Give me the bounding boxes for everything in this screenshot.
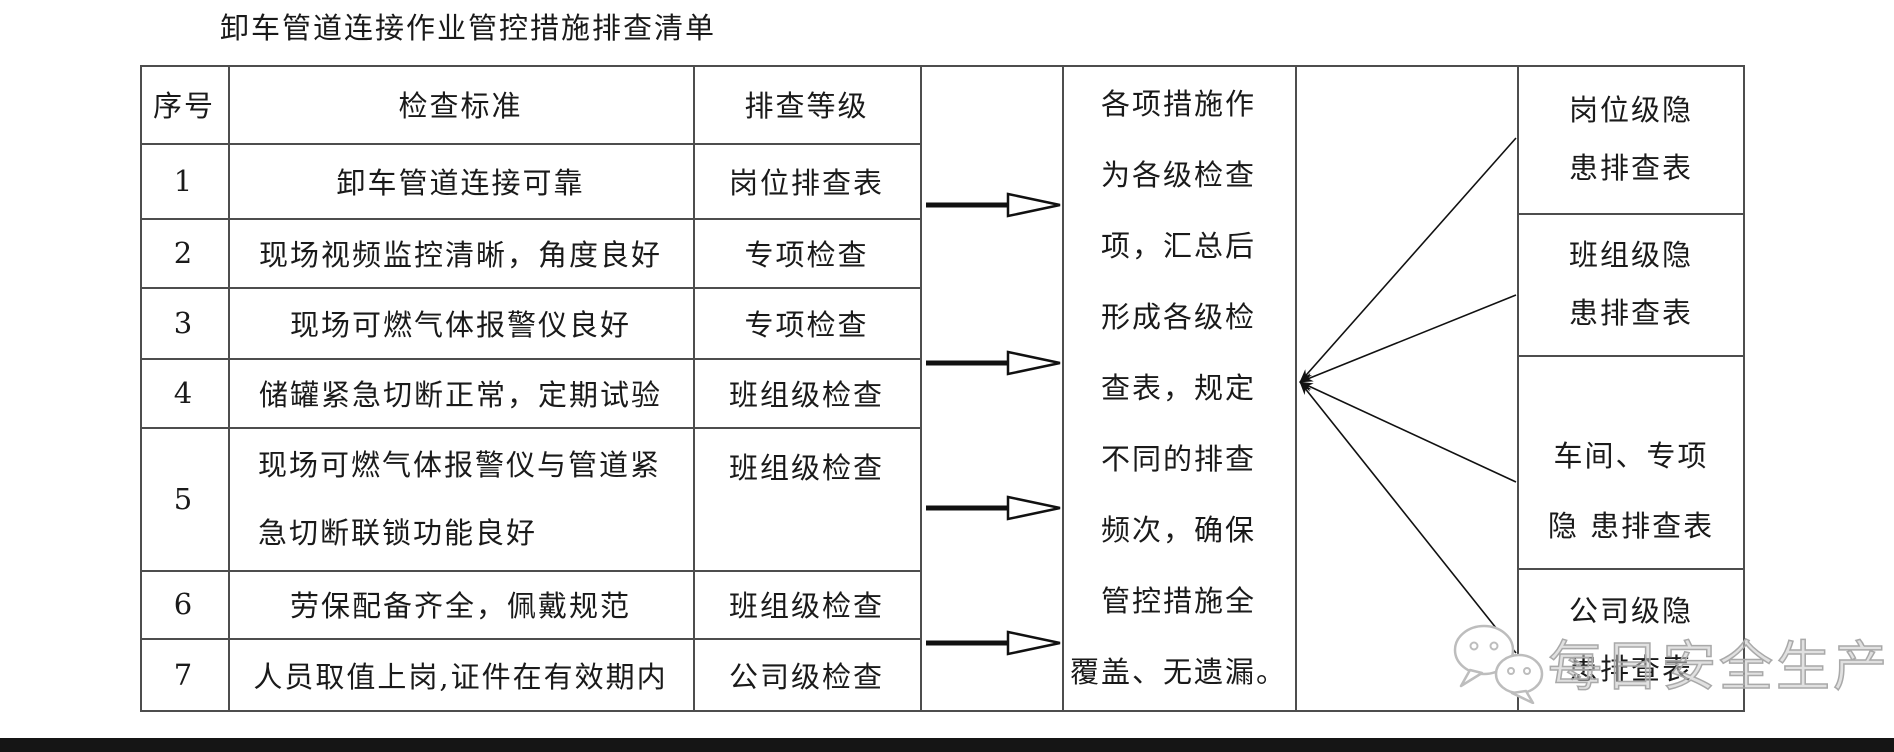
divider-standard-level [693,65,695,712]
row-standard: 人员取值上岗,证件在有效期内 [253,660,668,694]
divider-arrows-summary [1062,65,1064,712]
output-box-workshop-special: 车间、专项 隐 患排查表 [1547,439,1715,543]
row-standard: 现场视频监控清晰，角度良好 [258,237,662,272]
row-no: 1 [173,163,195,198]
output-box-company-level: 公司级隐 患排查表 [1568,594,1693,686]
header-no: 序号 [152,89,215,123]
row-divider [140,358,922,360]
header-level: 排查等级 [744,89,869,123]
header-standard: 检查标准 [398,89,523,123]
row-standard: 劳保配备齐全，佩戴规范 [289,589,631,623]
row-no: 5 [173,481,195,516]
row-level: 班组级检查 [728,589,884,623]
row-divider [140,638,922,640]
row-divider [140,287,922,289]
summary-note: 各项措施作 为各级检查 项，汇总后 形成各级检 查表，规定 不同的排查 频次，确… [1069,87,1287,689]
row-no: 4 [173,375,195,410]
row-no: 3 [173,305,195,340]
row-no: 2 [173,235,195,270]
row-level: 班组级检查 [728,377,884,412]
row-level: 公司级检查 [728,660,884,694]
row-level: 专项检查 [744,307,869,342]
output-box-divider [1517,213,1743,215]
row-standard: 储罐紧急切断正常，定期试验 [258,377,662,412]
row-standard: 现场可燃气体报警仪与管道紧 急切断联锁功能良好 [258,447,662,550]
divider-fan-outputs [1517,65,1519,712]
row-no: 7 [173,658,195,692]
divider-no-standard [228,65,230,712]
output-box-post-level: 岗位级隐 患排查表 [1568,93,1693,185]
watermark: 每日安全生产 [1448,618,1890,704]
wechat-icon [1453,624,1544,704]
divider-table-arrows [920,65,922,712]
row-divider [140,218,922,220]
page-title: 卸车管道连接作业管控措施排查清单 [220,11,717,45]
diagram-frame [140,65,1745,712]
output-box-divider [1517,568,1743,570]
row-no: 6 [173,587,195,621]
divider-summary-fan [1295,65,1297,712]
output-box-divider [1517,355,1743,357]
watermark-text: 每日安全生产 [1547,634,1890,699]
row-divider [140,143,922,145]
row-standard: 现场可燃气体报警仪良好 [289,307,631,342]
row-level: 专项检查 [744,237,869,272]
row-divider [140,427,922,429]
output-box-team-level: 班组级隐 患排查表 [1568,238,1693,330]
row-standard: 卸车管道连接可靠 [336,165,585,200]
row-level: 岗位排查表 [728,165,884,200]
row-level: 班组级检查 [728,451,884,485]
row-divider [140,570,922,572]
footer-bar [0,738,1894,752]
